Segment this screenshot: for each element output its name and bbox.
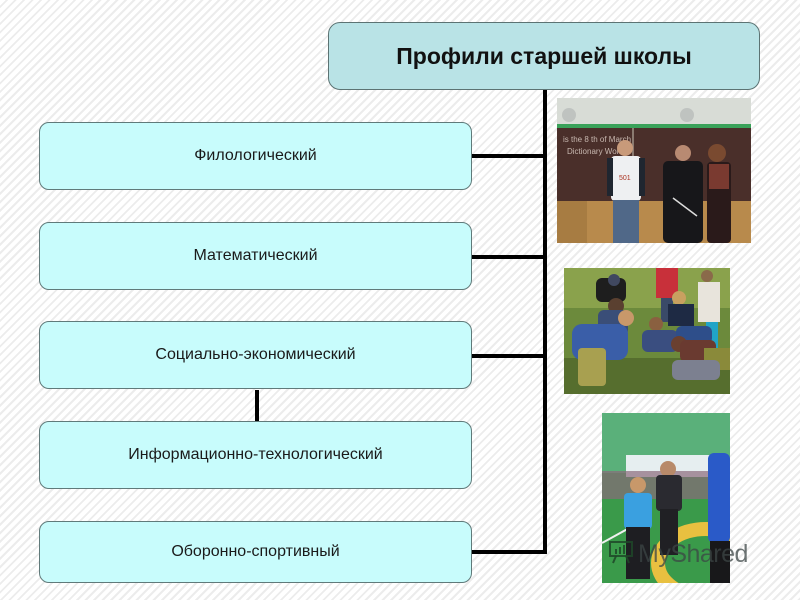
profile-label: Оборонно-спортивный [171,543,340,560]
profile-label: Социально-экономический [155,346,356,363]
connector-profile-1 [472,154,547,158]
profile-box-socio-economic: Социально-экономический [39,321,472,389]
classroom-photo: is the 8 th of March Dictionary Words 50… [557,98,751,243]
watermark-text: MyShared [638,540,748,568]
connector-profile-2 [472,255,547,259]
connector-profile-5 [472,550,547,554]
profile-label: Математический [193,247,318,264]
gym-photo [602,413,730,583]
svg-text:is the 8 th of March: is the 8 th of March [563,135,631,144]
profile-label: Информационно-технологический [128,446,383,463]
diagram-title-text: Профили старшей школы [396,42,692,69]
diagram-title: Профили старшей школы [328,22,760,90]
profile-box-philological: Филологический [39,122,472,190]
profile-label: Филологический [194,147,317,164]
profile-box-defense-sports: Оборонно-спортивный [39,521,472,583]
outdoor-photo [564,268,730,394]
profile-box-information-technology: Информационно-технологический [39,421,472,489]
svg-text:501: 501 [619,175,631,182]
connector-profile-3-to-4 [255,390,259,422]
trunk-connector-line [543,90,547,554]
svg-text:Dictionary Words: Dictionary Words [567,147,628,156]
presentation-board-icon [608,538,634,571]
watermark: MyShared [608,538,748,571]
connector-profile-3 [472,354,547,358]
profile-box-mathematical: Математический [39,222,472,290]
